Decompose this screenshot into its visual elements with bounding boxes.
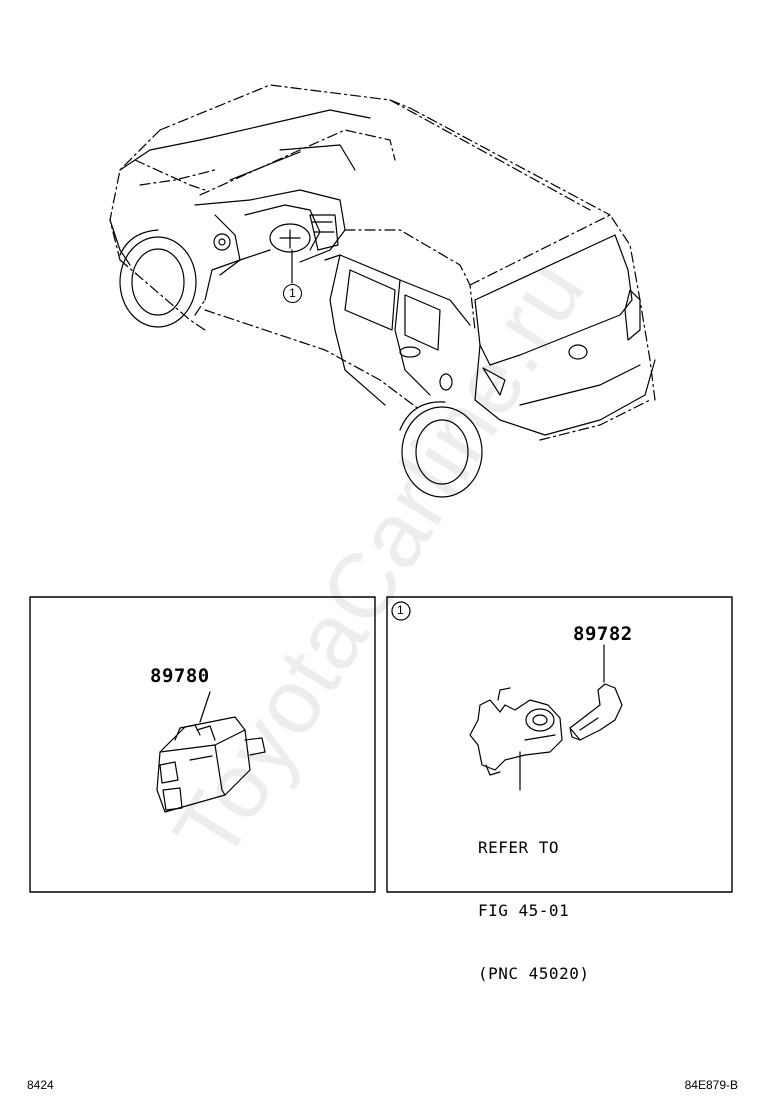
panel-left-frame bbox=[29, 596, 376, 893]
ignition-switch-illustration bbox=[469, 687, 563, 791]
part-number-89782: 89782 bbox=[573, 623, 633, 645]
part-89782-illustration bbox=[569, 644, 623, 741]
vehicle-callout-label: 1 bbox=[289, 286, 296, 300]
part-number-89780: 89780 bbox=[150, 665, 210, 687]
page-code: 8424 bbox=[27, 1078, 54, 1092]
refer-line-1: REFER TO bbox=[478, 838, 560, 857]
refer-note: REFER TO FIG 45-01 (PNC 45020) bbox=[478, 795, 589, 1005]
refer-line-2: FIG 45-01 bbox=[478, 901, 570, 920]
panel-right-frame bbox=[386, 596, 733, 893]
vehicle-callout-marker: 1 bbox=[283, 284, 302, 303]
figure-id: 84E879-B bbox=[684, 1078, 738, 1092]
refer-line-3: (PNC 45020) bbox=[478, 964, 590, 983]
panel-right-callout-circle bbox=[391, 601, 411, 621]
vehicle-illustration bbox=[109, 84, 656, 498]
panel-right-callout-label: 1 bbox=[397, 603, 404, 617]
part-89780-illustration bbox=[156, 691, 266, 813]
